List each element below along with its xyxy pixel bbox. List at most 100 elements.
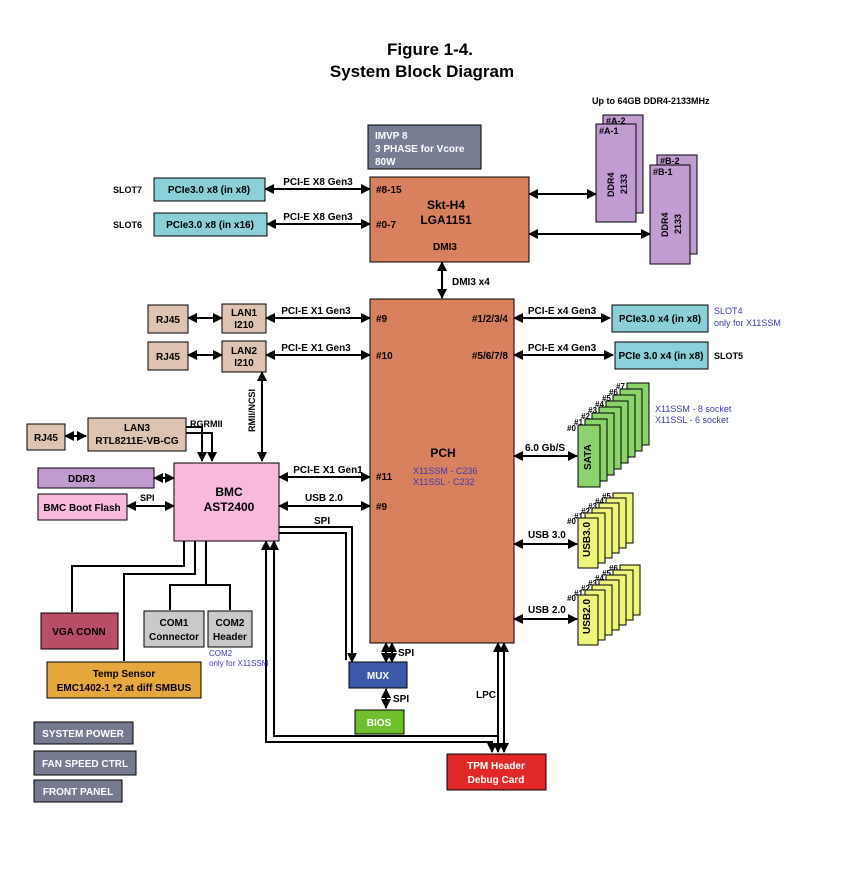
- dimm-b-speed: 2133: [673, 214, 683, 234]
- pch-port-9b: #9: [376, 502, 388, 513]
- bmc-vga-link: [71, 541, 185, 612]
- usb2-card-0: [577, 594, 599, 646]
- system-power-box: [33, 721, 134, 745]
- imvp-line1: IMVP 8: [375, 131, 408, 142]
- com2-note-2: only for X11SSM: [209, 659, 269, 668]
- cpu-socket: LGA1151: [420, 213, 472, 227]
- sata-num-7: #7: [616, 382, 625, 391]
- sata-num-0: #0: [567, 424, 576, 433]
- tpm-box: [446, 753, 547, 791]
- temp-sensor-box: [46, 661, 202, 699]
- usb2-num-6: #6: [609, 564, 618, 573]
- slot6-box-label: PCIe3.0 x8 (in x16): [166, 220, 254, 231]
- mux-label: MUX: [367, 671, 390, 682]
- bmc-spi-link-label: SPI: [314, 516, 330, 527]
- rmii-ncsi-label: RMII/NCSI: [247, 389, 257, 432]
- sata-card-0: [577, 424, 601, 488]
- dimm-a-type: DDR4: [606, 172, 616, 197]
- cpu-port-hi: #8-15: [376, 185, 402, 196]
- pch-model-2: X11SSL - C232: [413, 477, 475, 487]
- lan2-link-label: PCI-E X1 Gen3: [281, 343, 351, 354]
- flash-spi-label: SPI: [140, 493, 155, 503]
- slot7-box: [153, 177, 266, 202]
- front-panel-box: [33, 779, 123, 803]
- slot7-link-label: PCI-E X8 Gen3: [283, 177, 353, 188]
- tpm-label-1: TPM Header: [467, 761, 525, 772]
- usb2-num-0: #0: [567, 594, 576, 603]
- pch-port-1234: #1/2/3/4: [472, 314, 509, 325]
- usb3-card-0: [577, 517, 599, 569]
- slot5-box: [614, 341, 709, 370]
- cpu-dmi: DMI3: [433, 242, 457, 253]
- usb2-num-3: #3: [588, 579, 597, 588]
- mux-box: [348, 661, 408, 689]
- pch-port-10: #10: [376, 351, 393, 362]
- slot4-note: only for X11SSM: [714, 318, 781, 328]
- dimm-b-type: DDR4: [660, 212, 670, 237]
- rj45-2-box: [147, 341, 189, 371]
- sata-note-2: X11SSL - 6 socket: [655, 415, 729, 425]
- bmc-pcie-link-label: PCI-E X1 Gen1: [293, 465, 363, 476]
- com1-label-1: COM1: [160, 618, 189, 629]
- pch-model-1: X11SSM - C236: [413, 466, 477, 476]
- dmi-link-label: DMI3 x4: [452, 277, 490, 288]
- vga-box: [40, 612, 119, 650]
- bmc-temp-link: [123, 541, 196, 661]
- slot7-label: SLOT7: [113, 185, 142, 195]
- dimm-b1-label: #B-1: [653, 167, 673, 177]
- bmc-label-2: AST2400: [204, 500, 255, 514]
- bios-label: BIOS: [367, 718, 392, 729]
- imvp-line2: 3 PHASE for Vcore: [375, 144, 465, 155]
- bmc-usb-link-label: USB 2.0: [305, 493, 343, 504]
- lan3-bmc-link-2: [186, 432, 217, 462]
- bmc-com-link: [169, 541, 207, 610]
- temp-label-2: EMC1402-1 *2 at diff SMBUS: [57, 683, 192, 694]
- com2-label-1: COM2: [216, 618, 245, 629]
- lan2-label-1: LAN2: [231, 346, 258, 357]
- lan1-label-1: LAN1: [231, 308, 258, 319]
- usb3-num-4: #4: [595, 497, 604, 506]
- front-panel-label: FRONT PANEL: [43, 787, 113, 798]
- rj45-2-label: RJ45: [156, 352, 180, 363]
- boot-flash-box: [37, 493, 128, 521]
- com2-label-2: Header: [213, 632, 247, 643]
- mux-spi-top: SPI: [398, 648, 414, 659]
- pch-name: PCH: [430, 446, 455, 460]
- rj45-3-box: [26, 423, 66, 451]
- pch-port-9: #9: [376, 314, 388, 325]
- sata-link-label: 6.0 Gb/S: [525, 443, 565, 454]
- slot4-box-label: PCIe3.0 x4 (in x8): [619, 314, 701, 325]
- bmc-label-1: BMC: [215, 485, 243, 499]
- sata-num-6: #6: [609, 388, 618, 397]
- fan-speed-label: FAN SPEED CTRL: [42, 759, 128, 770]
- usb2-label: USB2.0: [582, 599, 593, 634]
- dimm-b2-label: #B-2: [660, 156, 680, 166]
- lan2-label-2: I210: [234, 358, 254, 369]
- cpu-box: #8-15 #0-7 Skt-H4 LGA1151 DMI3: [369, 176, 530, 263]
- page-title: System Block Diagram: [330, 62, 514, 81]
- dimm-a2-label: #A-2: [606, 116, 626, 126]
- usb3-num-2: #2: [581, 507, 590, 516]
- sata-label: SATA: [583, 444, 594, 470]
- lan1-label-2: I210: [234, 320, 254, 331]
- sata-num-3: #3: [588, 406, 597, 415]
- pch-port-11: #11: [376, 472, 393, 483]
- lan1-link-label: PCI-E X1 Gen3: [281, 306, 351, 317]
- system-power-label: SYSTEM POWER: [42, 729, 124, 740]
- tpm-label-2: Debug Card: [468, 775, 525, 786]
- ddr3-box: [37, 467, 155, 489]
- cpu-port-lo: #0-7: [376, 220, 396, 231]
- slot4-box: [611, 304, 709, 333]
- usb3-label: USB3.0: [582, 522, 593, 557]
- imvp-box: IMVP 8 3 PHASE for Vcore 80W: [367, 124, 482, 170]
- com1-box: [143, 610, 205, 648]
- usb2-num-2: #2: [581, 584, 590, 593]
- rj45-1-label: RJ45: [156, 315, 180, 326]
- slot5-link-label: PCI-E x4 Gen3: [528, 343, 597, 354]
- slot7-box-label: PCIe3.0 x8 (in x8): [168, 185, 250, 196]
- rj45-3-label: RJ45: [34, 433, 58, 444]
- lan3-bmc-link: [186, 426, 207, 462]
